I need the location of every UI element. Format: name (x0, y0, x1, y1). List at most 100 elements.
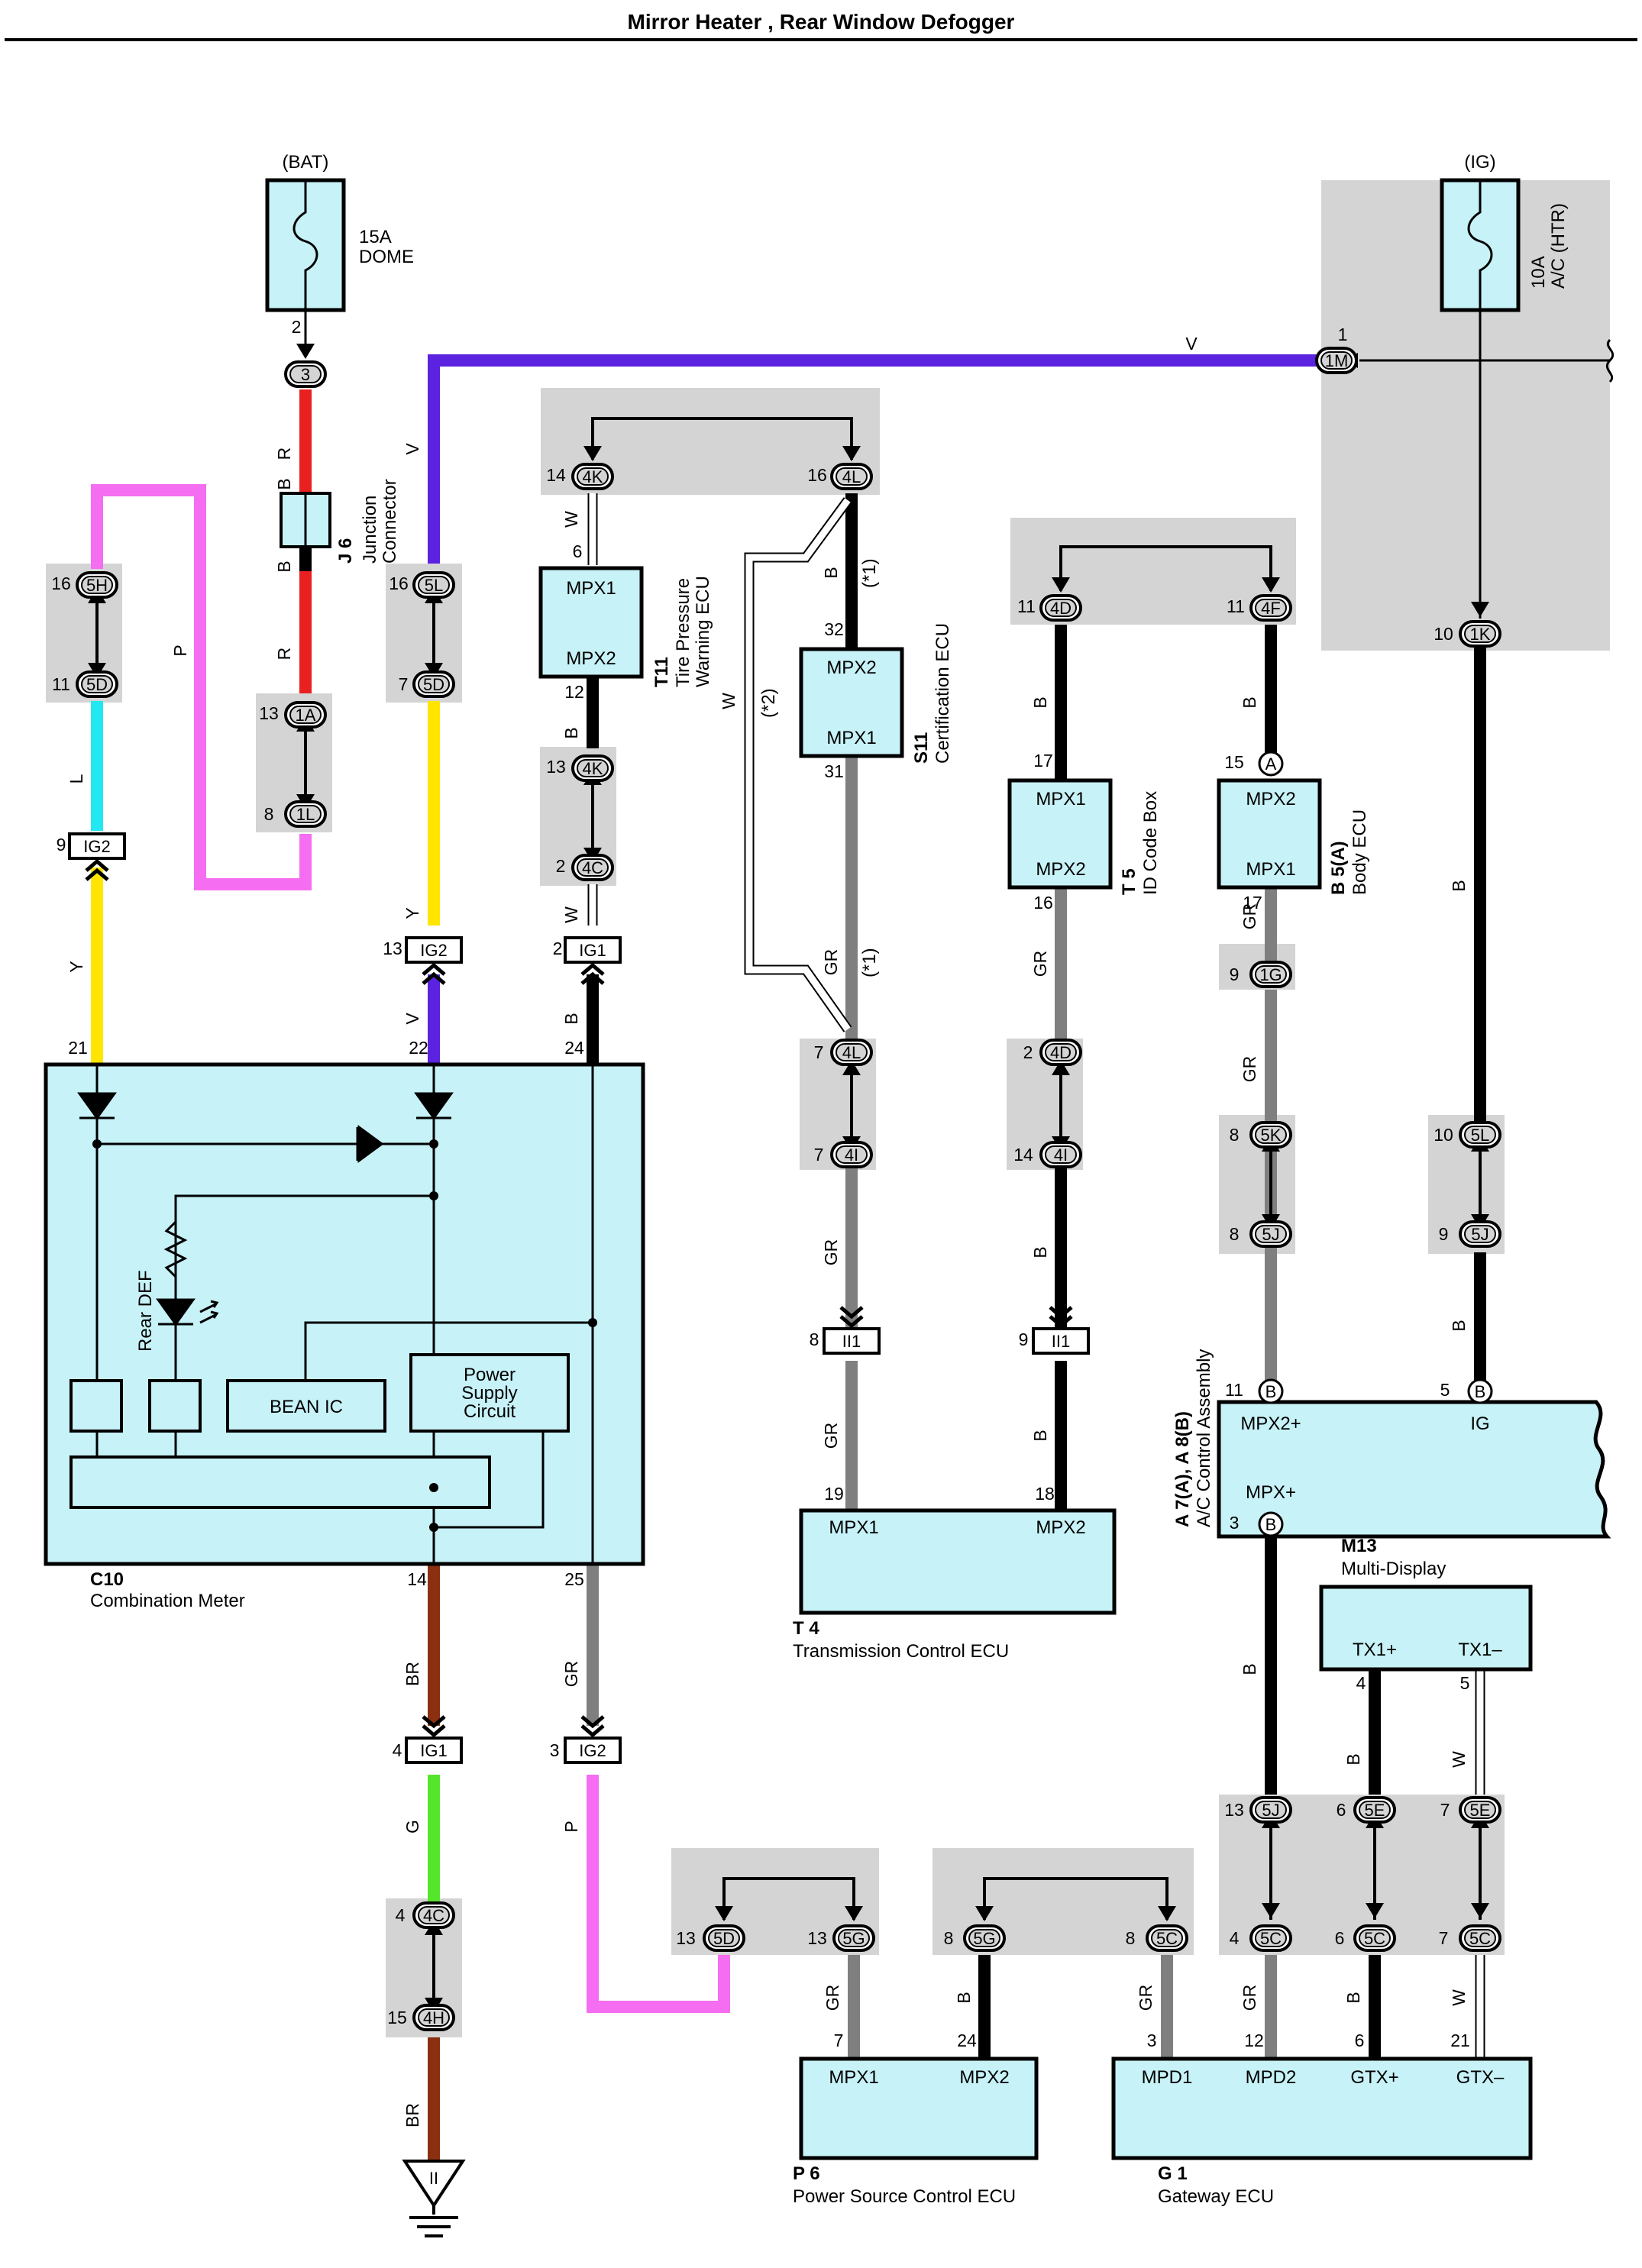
wire-code-w-loop: W (719, 693, 739, 709)
connector-5d-a: 5D (76, 670, 118, 698)
t11-code: T11 (651, 657, 672, 687)
terminal-label: IG (1470, 1413, 1489, 1434)
connector-code: 5G (973, 1929, 995, 1948)
connector-4i-b: 4I (1039, 1141, 1082, 1168)
wire-code-gr-s11: GR (821, 949, 841, 976)
connector-code: 4K (583, 759, 603, 778)
wire-break-mark (1605, 338, 1615, 383)
connector-4c-b: 4C (412, 1901, 455, 1929)
c10-internal: Rear DEF BEAN IC Power Supply Circuit (69, 1065, 597, 1564)
pin-number: 17 (1033, 751, 1053, 771)
pin-number: 9 (1230, 964, 1240, 984)
connector-oval-inner (81, 675, 113, 693)
connector-4l-a: 4L (830, 463, 873, 490)
pin-number: 6 (1337, 1800, 1346, 1820)
terminal-label: MPX1 (566, 578, 616, 599)
pin-number: 2 (292, 317, 302, 337)
pin-number: 11 (1227, 596, 1245, 616)
psc-line3: Circuit (464, 1401, 516, 1422)
connector-code: 5J (1262, 1801, 1279, 1820)
connector-5g-a: 5G (832, 1924, 875, 1952)
connector-code: 4L (842, 467, 861, 486)
wire-code-gr-g1b: GR (1240, 1985, 1259, 2011)
splice-ig2-b: IG2 (405, 936, 463, 985)
connector-code: 4I (1054, 1145, 1068, 1165)
connector-oval-inner (1045, 599, 1077, 617)
splice-code: IG2 (420, 941, 447, 960)
arrow-1k-down (1471, 602, 1489, 617)
pin-number: 11 (52, 674, 70, 694)
fuse-dome-arrow (296, 344, 315, 359)
connector-oval-inner (577, 467, 609, 486)
connector-4i-a: 4I (830, 1141, 873, 1168)
connector-oval-inner (708, 1929, 740, 1947)
bean-ic-label: BEAN IC (270, 1397, 343, 1417)
connector-oval-inner (1464, 1126, 1496, 1144)
connector-code: 5D (86, 675, 108, 694)
wire-code-gr-t4b: GR (821, 1423, 841, 1449)
connector-oval-inner (418, 2008, 450, 2027)
splice-chevron (580, 962, 605, 985)
splice-box (68, 832, 126, 860)
wire-code-w-4c: W (561, 906, 581, 923)
wire-code-w-m13: W (1449, 1751, 1469, 1768)
arrow-4d-down (1052, 577, 1070, 593)
pin-number: 12 (1244, 2031, 1264, 2050)
t4-code: T 4 (793, 1618, 819, 1639)
pin-number: 18 (1035, 1484, 1055, 1504)
wire-code-br-2: BR (402, 2103, 422, 2127)
connector-5e-b: 5E (1459, 1796, 1501, 1824)
connector-4h: 4H (412, 2004, 455, 2031)
connector-code: 5L (1471, 1126, 1489, 1145)
splice-chevron (85, 858, 109, 881)
connector-code: B (1475, 1382, 1486, 1401)
connector-code: B (1265, 1515, 1277, 1534)
terminal-label: MPX1 (1036, 789, 1085, 809)
wire-code-b-t5c: B (1030, 1430, 1050, 1441)
wire-code-b-b5: B (1240, 696, 1259, 708)
dot-6 (429, 1483, 438, 1492)
connector-code: 5G (842, 1929, 865, 1948)
pin-number: 9 (1439, 1224, 1449, 1244)
wire-code-p-low: P (561, 1821, 581, 1832)
pin-number: 14 (1013, 1145, 1033, 1165)
pin-number: 15 (1224, 752, 1244, 772)
connector-oval-inner (836, 1145, 868, 1164)
pin-number: 22 (409, 1038, 428, 1058)
pin-number: 7 (834, 2031, 844, 2050)
connector-b-a: B (1258, 1378, 1284, 1404)
note-2: (*2) (758, 688, 779, 718)
pin-number: 4 (1356, 1673, 1366, 1693)
connector-1g: 1G (1249, 961, 1292, 988)
connector-oval-inner (1255, 1929, 1287, 1947)
component-labels: T11 Tire Pressure Warning ECU S11 Certif… (90, 558, 1446, 2207)
splice-box (823, 1327, 881, 1355)
splice-ii1-a: II1 (823, 1306, 881, 1355)
connector-1a: 1A (284, 701, 327, 729)
connector-5j-c: 5J (1249, 1796, 1292, 1824)
pin-number: 16 (807, 465, 827, 485)
bridge-5g-5c (983, 1877, 1168, 1920)
splice-box (564, 1737, 622, 1764)
t5-line1: ID Code Box (1140, 791, 1161, 895)
note-1-upper: (*1) (859, 558, 880, 588)
wire-code-p-left: P (170, 645, 190, 656)
ig-label: (IG) (1464, 152, 1495, 173)
arrow-5g-down (845, 1906, 863, 1921)
connector-code: 5H (86, 576, 108, 595)
connector-oval-inner (418, 1906, 450, 1924)
splice-chevron (1049, 1306, 1073, 1329)
fuse-htr-amp: 10A (1528, 256, 1549, 289)
pin-number: 6 (1355, 2031, 1365, 2050)
ground-lines (409, 2205, 458, 2237)
pin-number: 4 (1230, 1928, 1240, 1948)
connector-4k-a: 4K (571, 463, 614, 490)
pin-number: 6 (573, 541, 583, 561)
wire-code-gr-b5b: GR (1240, 1056, 1259, 1083)
wire-code-gr-p6: GR (823, 1985, 842, 2011)
pin-number: 8 (944, 1928, 954, 1948)
pin-number: 3 (1230, 1513, 1240, 1533)
pin-number: 8 (810, 1329, 819, 1349)
